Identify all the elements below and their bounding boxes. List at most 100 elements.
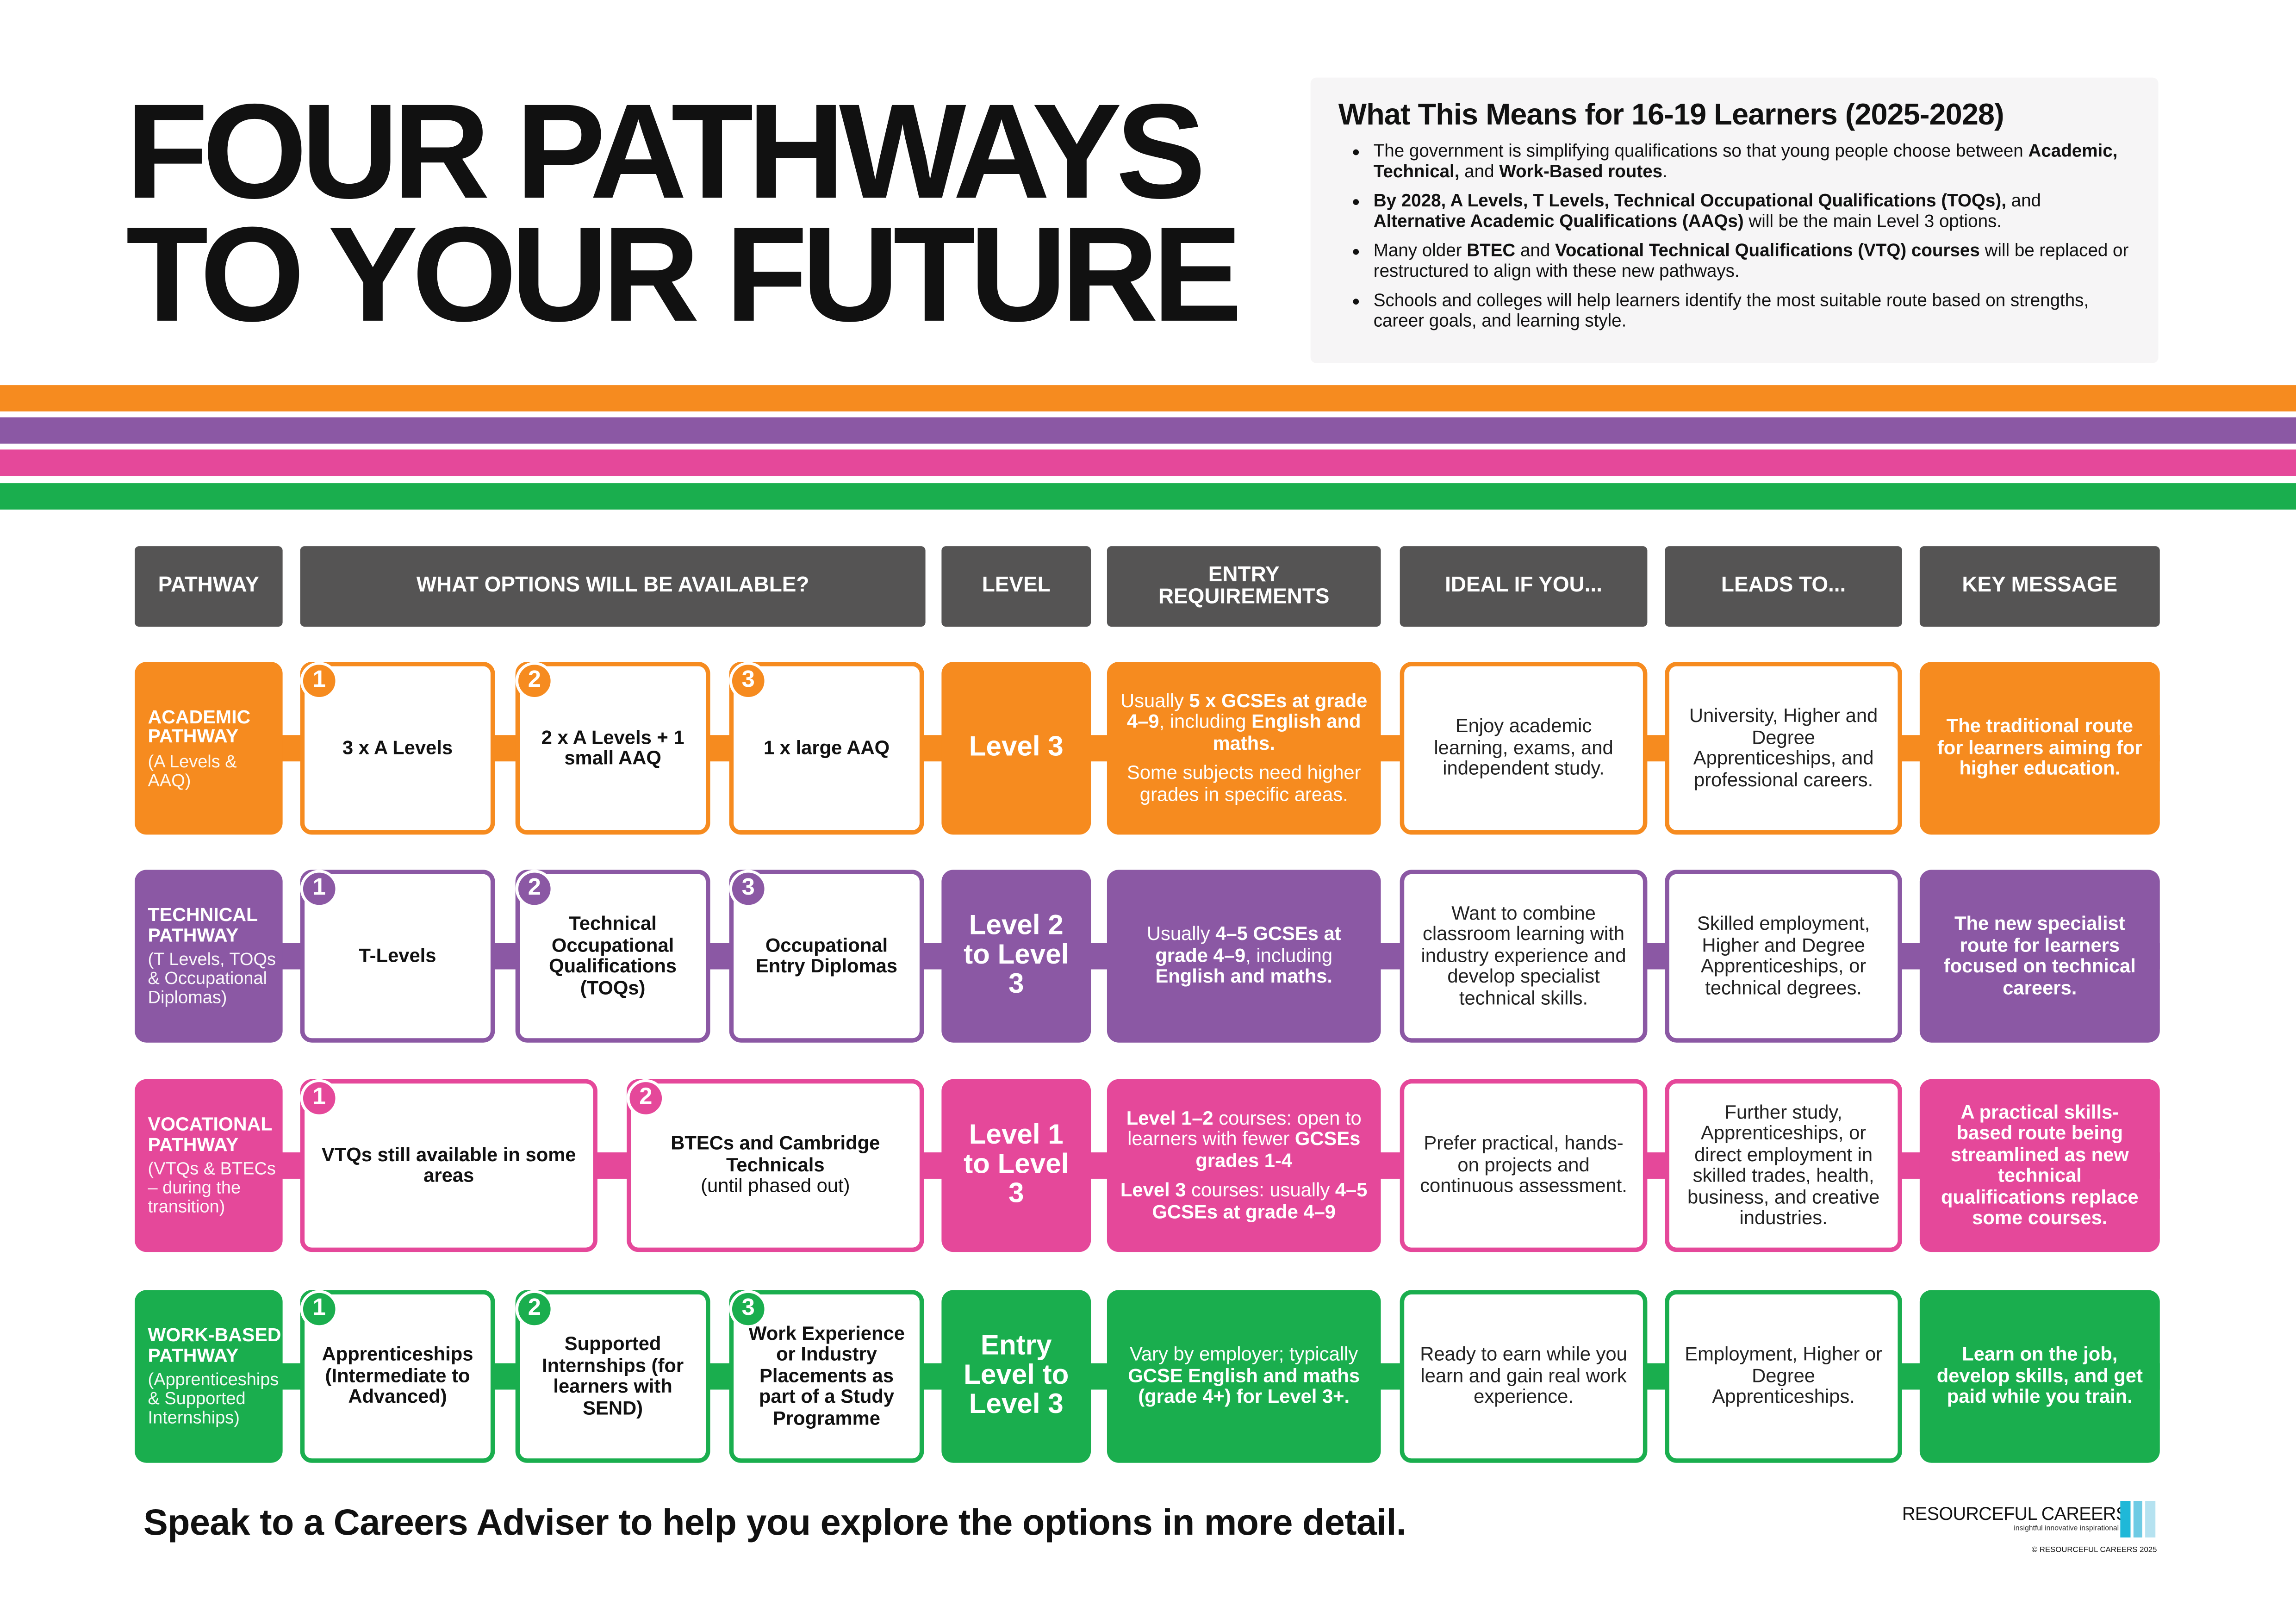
bold-text: Vocational Technical Qualifications (VTQ…: [1555, 240, 1980, 261]
resourceful-careers-logo: RESOURCEFUL CAREERS insightful innovativ…: [1902, 1500, 2160, 1567]
entry-requirements: Usually 4–5 GCSEs at grade 4–9, includin…: [1107, 870, 1381, 1043]
bold-text: Academic, Technical,: [1373, 140, 2118, 181]
level-text: Level 3: [969, 732, 1064, 763]
bold-text: Level 3: [1120, 1179, 1186, 1201]
header-key-message: KEY MESSAGE: [1919, 546, 2160, 627]
option-title: T-Levels: [359, 944, 436, 966]
key-message: Learn on the job, develop skills, and ge…: [1919, 1290, 2160, 1463]
option-number-badge: 1: [300, 1290, 338, 1328]
header-entry-requirements: ENTRY REQUIREMENTS: [1107, 546, 1381, 627]
bold-text: 4–5 GCSEs at grade 4–9: [1152, 1179, 1368, 1223]
logo-bars-icon: [2120, 1500, 2156, 1538]
pathway-label: VOCATIONAL PATHWAY(VTQs & BTECs – during…: [135, 1079, 283, 1252]
pathway-name: TECHNICAL PATHWAY: [148, 903, 258, 946]
level-text: Entry Level to Level 3: [964, 1331, 1069, 1420]
pathway-subtitle: (VTQs & BTECs – during the transition): [148, 1158, 276, 1217]
option-card: 1 3 x A Levels: [300, 662, 495, 835]
entry-paragraph: Usually 5 x GCSEs at grade 4–9, includin…: [1120, 689, 1368, 755]
pathway-name: ACADEMIC PATHWAY: [148, 705, 251, 747]
header-pathway: PATHWAY: [135, 546, 283, 627]
text: courses: usually: [1186, 1179, 1335, 1201]
logo-name: RESOURCEFUL CAREERS: [1902, 1504, 2128, 1524]
option-title: Supported Internships (for learners with…: [542, 1332, 684, 1419]
entry-requirements: Level 1–2 courses: open to learners with…: [1107, 1079, 1381, 1252]
bold-text: Alternative Academic Qualifications (AAQ…: [1373, 210, 1744, 231]
bold-text: GCSEs grades 1-4: [1195, 1127, 1361, 1171]
text: , including: [1245, 944, 1333, 966]
level-badge: Level 3: [941, 662, 1091, 835]
bold-text: 5 x GCSEs at grade 4–9: [1126, 689, 1368, 733]
ideal-if-you: Want to combine classroom learning with …: [1400, 870, 1648, 1043]
option-number-badge: 2: [515, 1290, 554, 1328]
footer-cta: Speak to a Careers Adviser to help you e…: [143, 1502, 1406, 1543]
key-message: The new specialist route for learners fo…: [1919, 870, 2160, 1043]
pathway-subtitle: (Apprenticeships & Supported Internships…: [148, 1369, 279, 1428]
ideal-text: Ready to earn while you learn and gain r…: [1420, 1343, 1627, 1408]
bold-text: English and maths.: [1213, 710, 1361, 754]
text: Some subjects need higher grades in spec…: [1126, 762, 1361, 805]
leads-text: Skilled employment, Higher and Degree Ap…: [1697, 912, 1870, 998]
pathway-row: WORK-BASED PATHWAY(Apprenticeships & Sup…: [0, 1290, 2296, 1463]
pathway-label: TECHNICAL PATHWAY(T Levels, TOQs & Occup…: [135, 870, 283, 1043]
option-card: 2 2 x A Levels + 1 small AAQ: [515, 662, 710, 835]
orange-stripe: [0, 385, 2296, 412]
entry-paragraph: Level 3 courses: usually 4–5 GCSEs at gr…: [1120, 1179, 1368, 1223]
pathway-row: ACADEMIC PATHWAY(A Levels & AAQ) 1 3 x A L…: [0, 662, 2296, 835]
pathway-name: VOCATIONAL PATHWAY: [148, 1113, 272, 1155]
header-ideal-if-you: IDEAL IF YOU...: [1400, 546, 1648, 627]
bold-text: By 2028, A Levels, T Levels, Technical O…: [1373, 190, 2006, 211]
header-level: LEVEL: [941, 546, 1091, 627]
ideal-if-you: Ready to earn while you learn and gain r…: [1400, 1290, 1648, 1463]
header-leads-to: LEADS TO...: [1665, 546, 1902, 627]
purple-stripe: [0, 417, 2296, 444]
poster-title: FOUR PATHWAYS TO YOUR FUTURE: [126, 85, 1242, 343]
pathway-subtitle: (A Levels & AAQ): [148, 750, 237, 790]
pathway-label: ACADEMIC PATHWAY(A Levels & AAQ): [135, 662, 283, 835]
text: Vary by employer; typically: [1130, 1343, 1358, 1365]
text: Usually: [1120, 689, 1189, 711]
option-title: 3 x A Levels: [342, 736, 453, 759]
text: and: [1459, 160, 1500, 181]
option-number-badge: 2: [627, 1079, 665, 1118]
bold-text: GCSE English and maths (grade 4+) for Le…: [1128, 1364, 1360, 1408]
leads-text: Further study, Apprenticeships, or direc…: [1687, 1100, 1880, 1229]
option-number-badge: 3: [729, 870, 767, 908]
option-number-badge: 2: [515, 662, 554, 700]
key-message: The traditional route for learners aimin…: [1919, 662, 2160, 835]
option-number-badge: 3: [729, 1290, 767, 1328]
pathway-row: VOCATIONAL PATHWAY(VTQs & BTECs – during…: [0, 1079, 2296, 1252]
text: The government is simplifying qualificat…: [1373, 140, 2028, 162]
info-bullet: Many older BTEC and Vocational Technical…: [1373, 240, 2132, 281]
option-title: Work Experience or Industry Placements a…: [748, 1322, 905, 1429]
bold-text: Work-Based routes: [1499, 160, 1663, 181]
leads-to: Employment, Higher or Degree Apprentices…: [1665, 1290, 1902, 1463]
info-heading: What This Means for 16-19 Learners (2025…: [1338, 98, 2004, 132]
info-bullets: The government is simplifying qualificat…: [1338, 140, 2132, 331]
green-stripe: [0, 483, 2296, 510]
ideal-if-you: Prefer practical, hands-on projects and …: [1400, 1079, 1648, 1252]
text: will be replaced or restructured to alig…: [1373, 240, 2129, 280]
option-number-badge: 3: [729, 662, 767, 700]
option-title: BTECs and Cambridge Technicals: [671, 1132, 880, 1176]
option-title: 2 x A Levels + 1 small AAQ: [541, 725, 684, 769]
key-message-text: Learn on the job, develop skills, and ge…: [1936, 1343, 2143, 1408]
leads-text: University, Higher and Degree Apprentice…: [1689, 704, 1878, 790]
entry-paragraph: Some subjects need higher grades in spec…: [1120, 762, 1368, 806]
text: , including: [1159, 710, 1252, 733]
info-box: What This Means for 16-19 Learners (2025…: [1310, 77, 2159, 363]
level-text: Level 1 to Level 3: [964, 1120, 1069, 1210]
option-title: 1 x large AAQ: [763, 736, 890, 759]
option-title: Occupational Entry Diplomas: [755, 933, 898, 977]
option-note: (until phased out): [701, 1175, 850, 1197]
entry-paragraph: Usually 4–5 GCSEs at grade 4–9, includin…: [1120, 923, 1368, 988]
option-number-badge: 1: [300, 662, 338, 700]
ideal-text: Enjoy academic learning, exams, and inde…: [1434, 715, 1613, 779]
pathway-name: WORK-BASED PATHWAY: [148, 1324, 281, 1366]
